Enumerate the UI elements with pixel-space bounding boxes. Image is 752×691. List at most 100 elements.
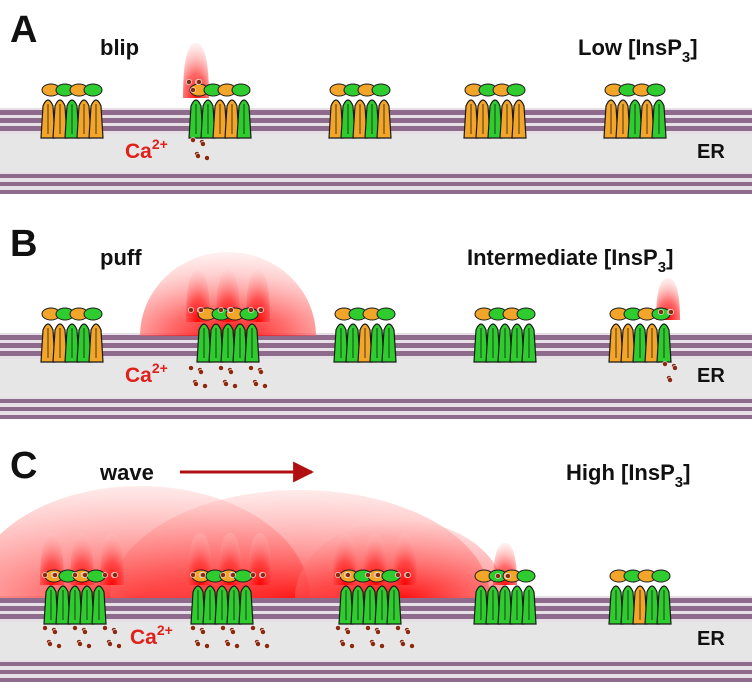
condition-suffix: ] (690, 35, 697, 60)
ip3-receptor-cluster (196, 307, 260, 363)
membrane-stripe (0, 399, 752, 403)
calcium-ion (345, 572, 351, 578)
calcium-ion (225, 641, 231, 647)
ion-symbol: Ca (125, 140, 152, 163)
calcium-ion (395, 625, 401, 631)
calcium-label: Ca2+ (125, 360, 168, 387)
calcium-ion (200, 141, 206, 147)
condition-prefix: Intermediate [InsP (467, 245, 658, 270)
membrane-stripe (0, 174, 752, 178)
calcium-ions (188, 307, 678, 389)
insp3-condition-label: High [InsP3] (566, 460, 690, 491)
calcium-ion (365, 625, 371, 631)
calcium-ion (72, 625, 78, 631)
membrane-stripe (0, 190, 752, 194)
calcium-ion (228, 307, 234, 313)
calcium-ion (52, 629, 58, 635)
membrane-stripe (0, 182, 752, 186)
calcium-ion (186, 79, 192, 85)
condition-suffix: ] (666, 245, 673, 270)
channel-cap (83, 307, 103, 321)
calcium-ion (218, 365, 224, 371)
calcium-ion (218, 307, 224, 313)
calcium-ion (230, 572, 236, 578)
ion-symbol: Ca (130, 626, 157, 649)
ip3-receptor-cluster (463, 83, 527, 139)
calcium-ion (86, 643, 92, 649)
membrane-stripe (0, 662, 752, 666)
calcium-ion (250, 572, 256, 578)
calcium-ion (223, 381, 229, 387)
calcium-ion (204, 643, 210, 649)
calcium-ion (82, 572, 88, 578)
calcium-ion (102, 625, 108, 631)
calcium-ion (193, 381, 199, 387)
panel-letter: A (10, 9, 37, 51)
condition-prefix: High [InsP (566, 460, 675, 485)
condition-suffix: ] (683, 460, 690, 485)
calcium-ion (220, 572, 226, 578)
calcium-ion (495, 573, 501, 579)
calcium-ion (72, 572, 78, 578)
calcium-ion (375, 629, 381, 635)
ip3-receptor-cluster (608, 569, 672, 625)
calcium-ion (112, 572, 118, 578)
calcium-ion (47, 641, 53, 647)
panel-b: B puff Intermediate [InsP3] Ca2+ ER (0, 223, 752, 419)
calcium-ion (190, 87, 196, 93)
calcium-ion (198, 369, 204, 375)
calcium-ion (662, 361, 668, 367)
channel-clusters (43, 569, 672, 625)
calcium-ion (228, 369, 234, 375)
condition-subscript: 3 (658, 259, 666, 276)
calcium-ion (232, 383, 238, 389)
calcium-ion (190, 625, 196, 631)
condition-subscript: 3 (682, 49, 690, 66)
calcium-ion (335, 572, 341, 578)
calcium-ion (188, 365, 194, 371)
er-lumen (0, 359, 752, 399)
calcium-ion (370, 641, 376, 647)
calcium-ion (102, 572, 108, 578)
ip3-receptor-cluster (328, 83, 392, 139)
er-label: ER (697, 365, 725, 387)
calcium-label: Ca2+ (130, 622, 173, 649)
event-label: puff (100, 245, 142, 270)
calcium-ion (200, 572, 206, 578)
ion-charge: 2+ (157, 622, 173, 638)
calcium-ion (230, 629, 236, 635)
ion-symbol: Ca (125, 364, 152, 387)
er-lumen (0, 134, 752, 174)
channel-cap (376, 307, 396, 321)
calcium-plume (393, 533, 417, 585)
calcium-ion (375, 572, 381, 578)
calcium-ion (220, 625, 226, 631)
calcium-ion (668, 309, 674, 315)
membrane-stripe (0, 407, 752, 411)
channel-cap (516, 307, 536, 321)
calcium-ion (345, 629, 351, 635)
ip3-receptor-cluster (40, 83, 104, 139)
calcium-ion (658, 309, 664, 315)
calcium-ion (107, 641, 113, 647)
calcium-ion (196, 79, 202, 85)
calcium-ion (250, 625, 256, 631)
ip3-receptor-cluster (333, 307, 397, 363)
event-label: wave (99, 460, 154, 485)
calcium-ions (186, 79, 210, 161)
ion-charge: 2+ (152, 360, 168, 376)
calcium-ion (200, 629, 206, 635)
ip3-receptor-cluster (43, 569, 107, 625)
channel-cap (646, 83, 666, 97)
panel-letter: B (10, 223, 37, 265)
er-label: ER (697, 141, 725, 163)
channel-clusters (40, 83, 667, 139)
calcium-ion (405, 629, 411, 635)
calcium-ion (672, 365, 678, 371)
calcium-plume (248, 533, 272, 585)
calcium-ion (190, 137, 196, 143)
calcium-ion (248, 365, 254, 371)
calcium-ion (405, 572, 411, 578)
calcium-ion (260, 572, 266, 578)
membrane-stripe (0, 415, 752, 419)
